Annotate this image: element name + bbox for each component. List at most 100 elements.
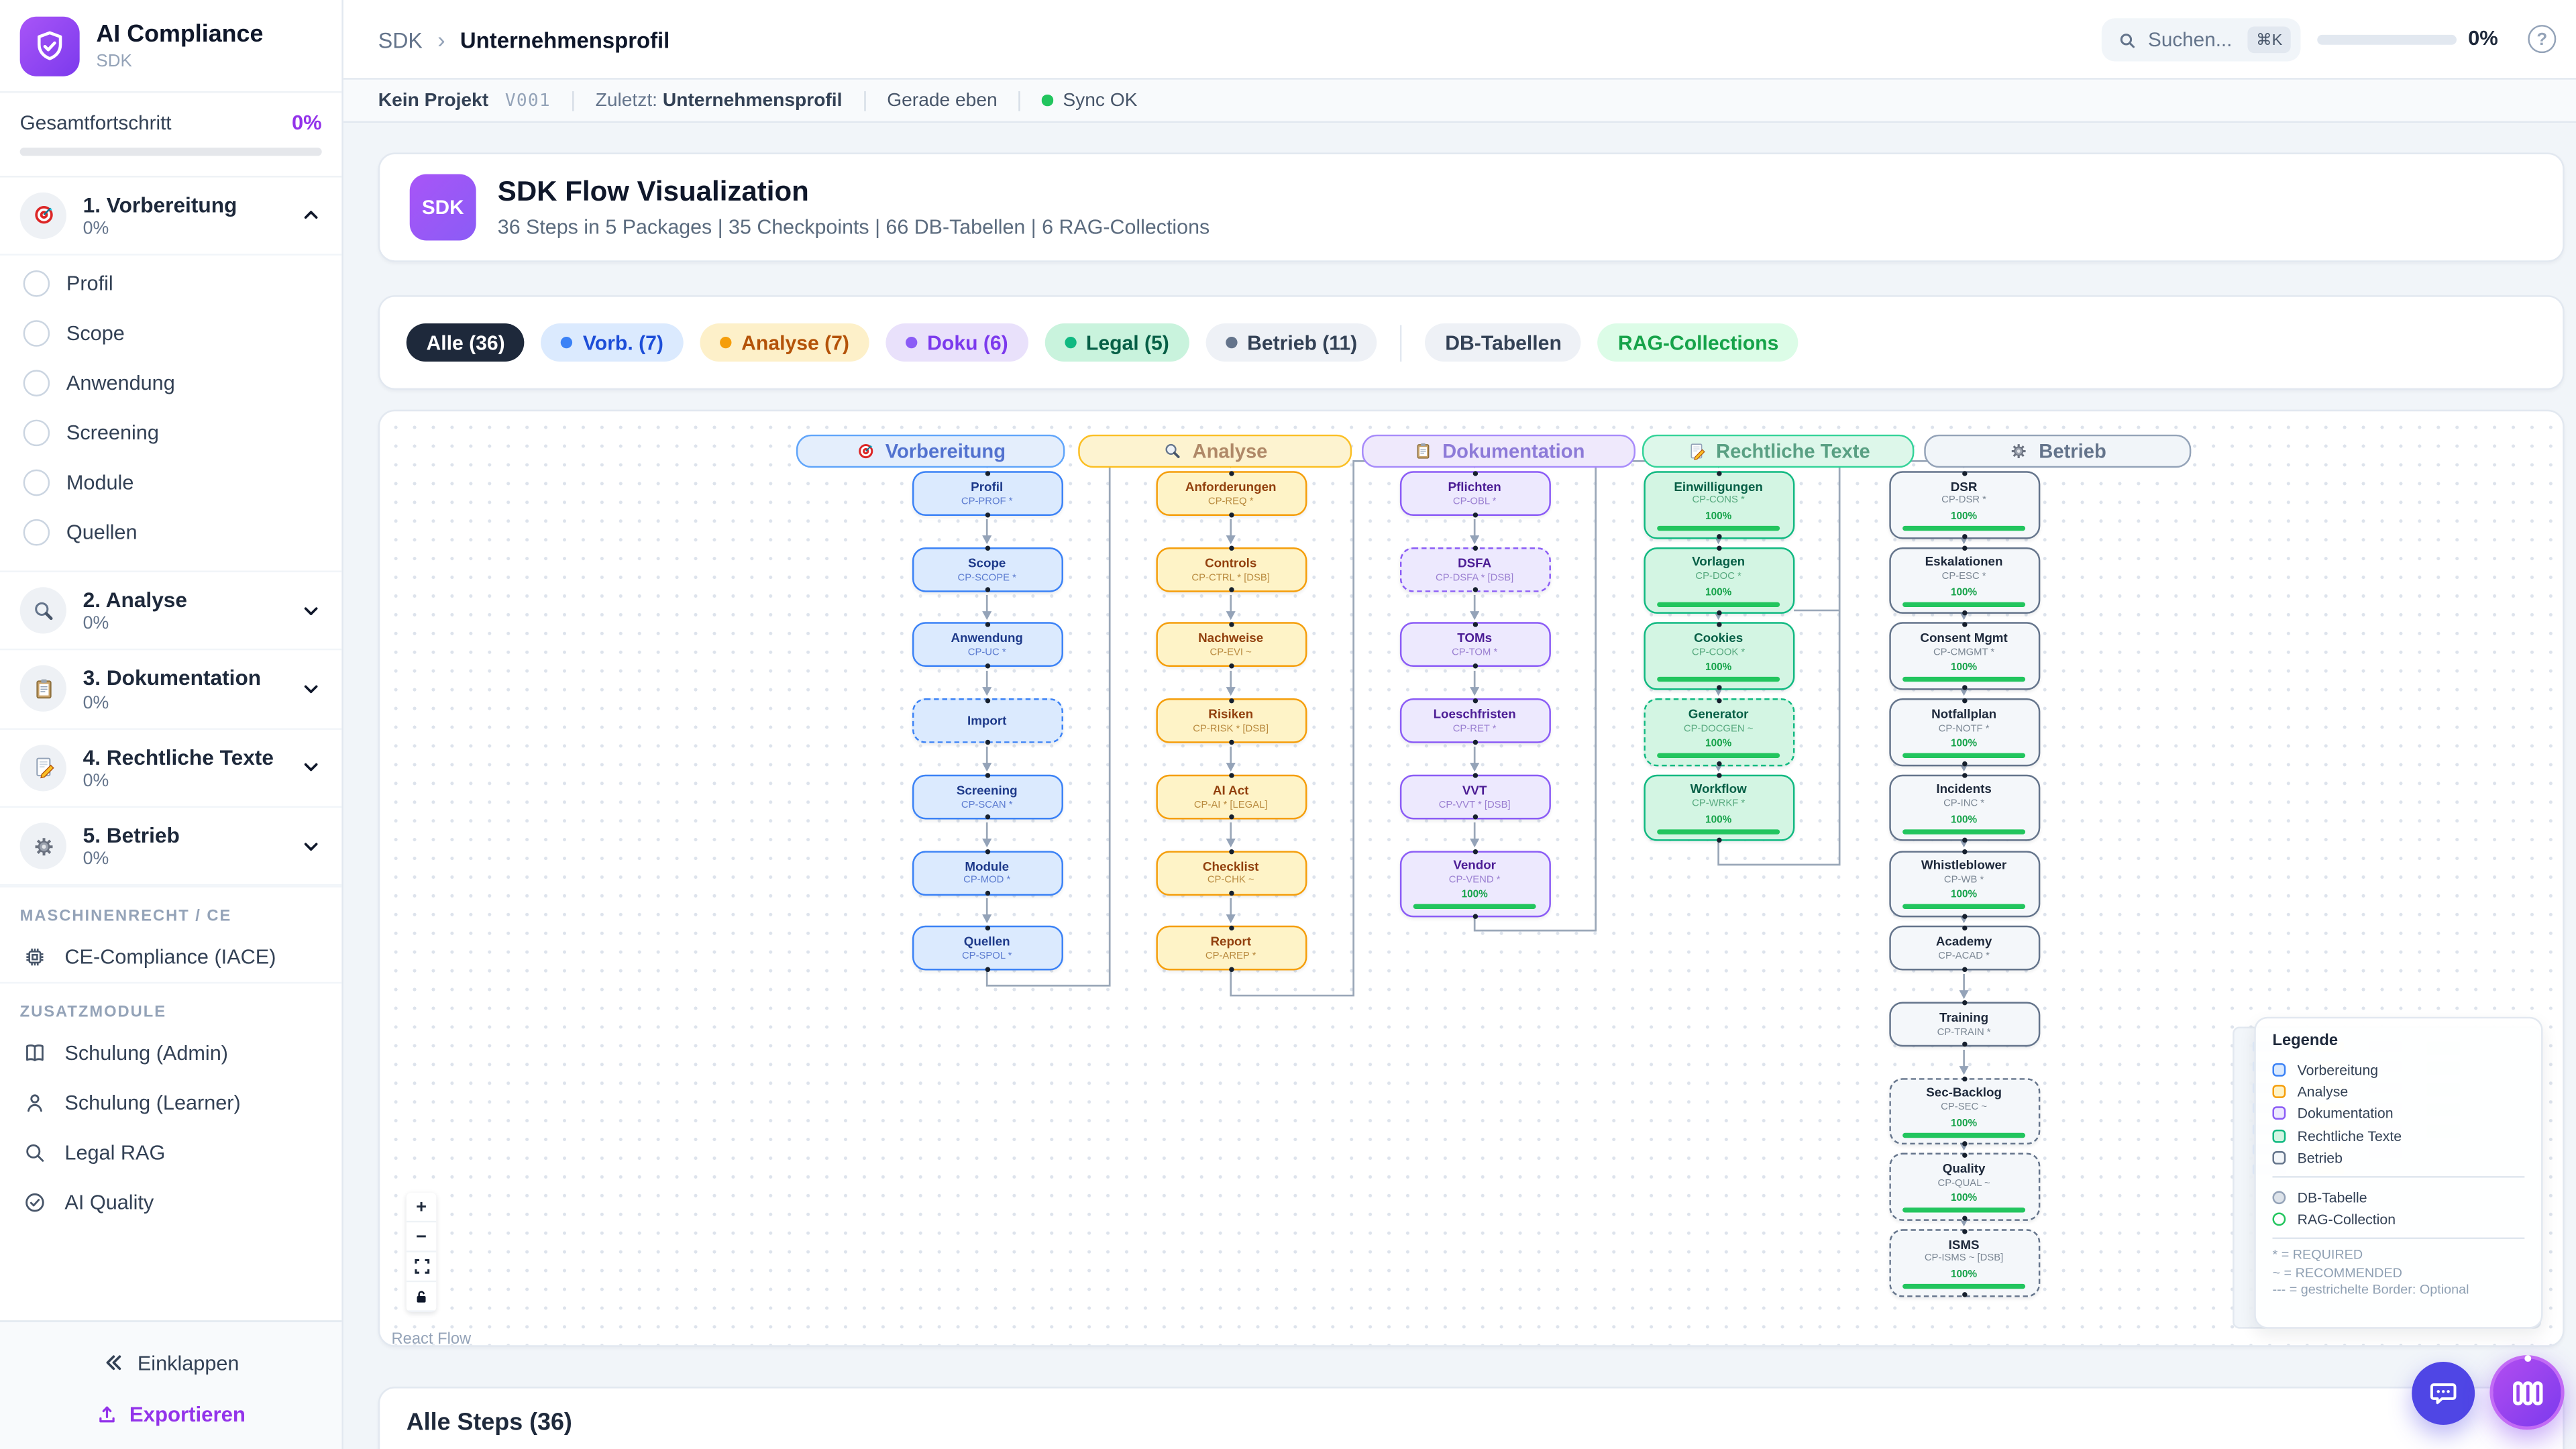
sidebar-module-ai-quality[interactable]: AI Quality bbox=[0, 1178, 341, 1228]
notch-dot bbox=[2524, 1355, 2530, 1362]
sidebar-item-quellen[interactable]: Quellen bbox=[0, 507, 341, 557]
fit-view-button[interactable] bbox=[406, 1252, 437, 1283]
breadcrumb-sdk[interactable]: SDK bbox=[378, 27, 423, 52]
collapse-sidebar-button[interactable]: Einklappen bbox=[0, 1338, 341, 1387]
sidebar-item-module[interactable]: Module bbox=[0, 458, 341, 507]
step-label: Quellen bbox=[66, 521, 138, 544]
sidebar-module-ce-compliance-iace-[interactable]: CE-Compliance (IACE) bbox=[0, 932, 341, 982]
step-label: Profil bbox=[66, 272, 113, 295]
flow-column-header-dokumentation[interactable]: Dokumentation bbox=[1362, 434, 1636, 468]
search-icon bbox=[23, 1142, 47, 1165]
step-label: Scope bbox=[66, 321, 125, 345]
filter-chip-vorb-7-[interactable]: Vorb. (7) bbox=[541, 323, 684, 362]
zoom-out-button[interactable]: − bbox=[406, 1222, 437, 1252]
lock-button[interactable] bbox=[406, 1282, 437, 1312]
sidebar-item-profil[interactable]: Profil bbox=[0, 258, 341, 308]
chevron-down-icon bbox=[301, 835, 322, 857]
zoom-in-button[interactable]: + bbox=[406, 1192, 437, 1223]
sidebar: AI Compliance SDK Gesamtfortschritt 0% 1… bbox=[0, 0, 343, 1449]
flow-node[interactable]: Import bbox=[911, 697, 1063, 745]
filter-chip-doku-6-[interactable]: Doku (6) bbox=[885, 323, 1028, 362]
chat-button[interactable] bbox=[2412, 1362, 2475, 1425]
flow-column-header-vorbereitung[interactable]: Vorbereitung bbox=[796, 434, 1065, 468]
sidebar-footer: Einklappen Exportieren bbox=[0, 1320, 342, 1449]
filter-chip-label: Analyse (7) bbox=[741, 331, 849, 354]
node-code: CP-OBL * bbox=[1452, 497, 1497, 508]
sidebar-item-scope[interactable]: Scope bbox=[0, 309, 341, 358]
node-handle-top bbox=[1228, 470, 1234, 476]
node-title: Risiken bbox=[1208, 706, 1254, 722]
export-button[interactable]: Exportieren bbox=[0, 1388, 341, 1430]
filter-chip-analyse-7-[interactable]: Analyse (7) bbox=[700, 323, 869, 362]
node-handle-top bbox=[1472, 849, 1477, 855]
node-title: AI Act bbox=[1212, 782, 1249, 798]
filter-chip-betrieb-11-[interactable]: Betrieb (11) bbox=[1205, 323, 1377, 362]
sidebar-module-schulung-learner-[interactable]: Schulung (Learner) bbox=[0, 1079, 341, 1128]
filter-chip-legal-5-[interactable]: Legal (5) bbox=[1044, 323, 1189, 362]
filter-chip-db-tabellen[interactable]: DB-Tabellen bbox=[1425, 323, 1582, 362]
filter-chip-label: RAG-Collections bbox=[1617, 331, 1779, 354]
node-handle-bottom bbox=[1961, 1042, 1967, 1048]
filter-chip-rag-collections[interactable]: RAG-Collections bbox=[1598, 323, 1799, 362]
node-code: CP-ISMS ~ [DSB] bbox=[1924, 1254, 2004, 1265]
step-label: Screening bbox=[66, 421, 159, 445]
sidebar-item-anwendung[interactable]: Anwendung bbox=[0, 358, 341, 408]
filter-chip-alle-36-[interactable]: Alle (36) bbox=[406, 323, 525, 362]
flow-column-header-rechtliche-texte[interactable]: Rechtliche Texte bbox=[1642, 434, 1915, 468]
sidebar-module-schulung-admin-[interactable]: Schulung (Admin) bbox=[0, 1029, 341, 1079]
sidebar-item-screening[interactable]: Screening bbox=[0, 408, 341, 458]
node-handle-bottom bbox=[1228, 814, 1234, 820]
column-header-label: Analyse bbox=[1192, 439, 1268, 463]
search-input[interactable]: Suchen... ⌘K bbox=[2101, 18, 2301, 62]
flow-column-header-analyse[interactable]: Analyse bbox=[1078, 434, 1352, 468]
sidebar-module-legal-rag[interactable]: Legal RAG bbox=[0, 1128, 341, 1178]
node-handle-top bbox=[1472, 470, 1477, 476]
flow-column-header-betrieb[interactable]: Betrieb bbox=[1924, 434, 2192, 468]
panel-toggle-button[interactable] bbox=[2489, 1355, 2565, 1430]
node-title: DSR bbox=[1950, 478, 1978, 494]
help-button[interactable]: ? bbox=[2528, 25, 2557, 54]
phase-label: 3. Dokumentation bbox=[83, 665, 262, 691]
